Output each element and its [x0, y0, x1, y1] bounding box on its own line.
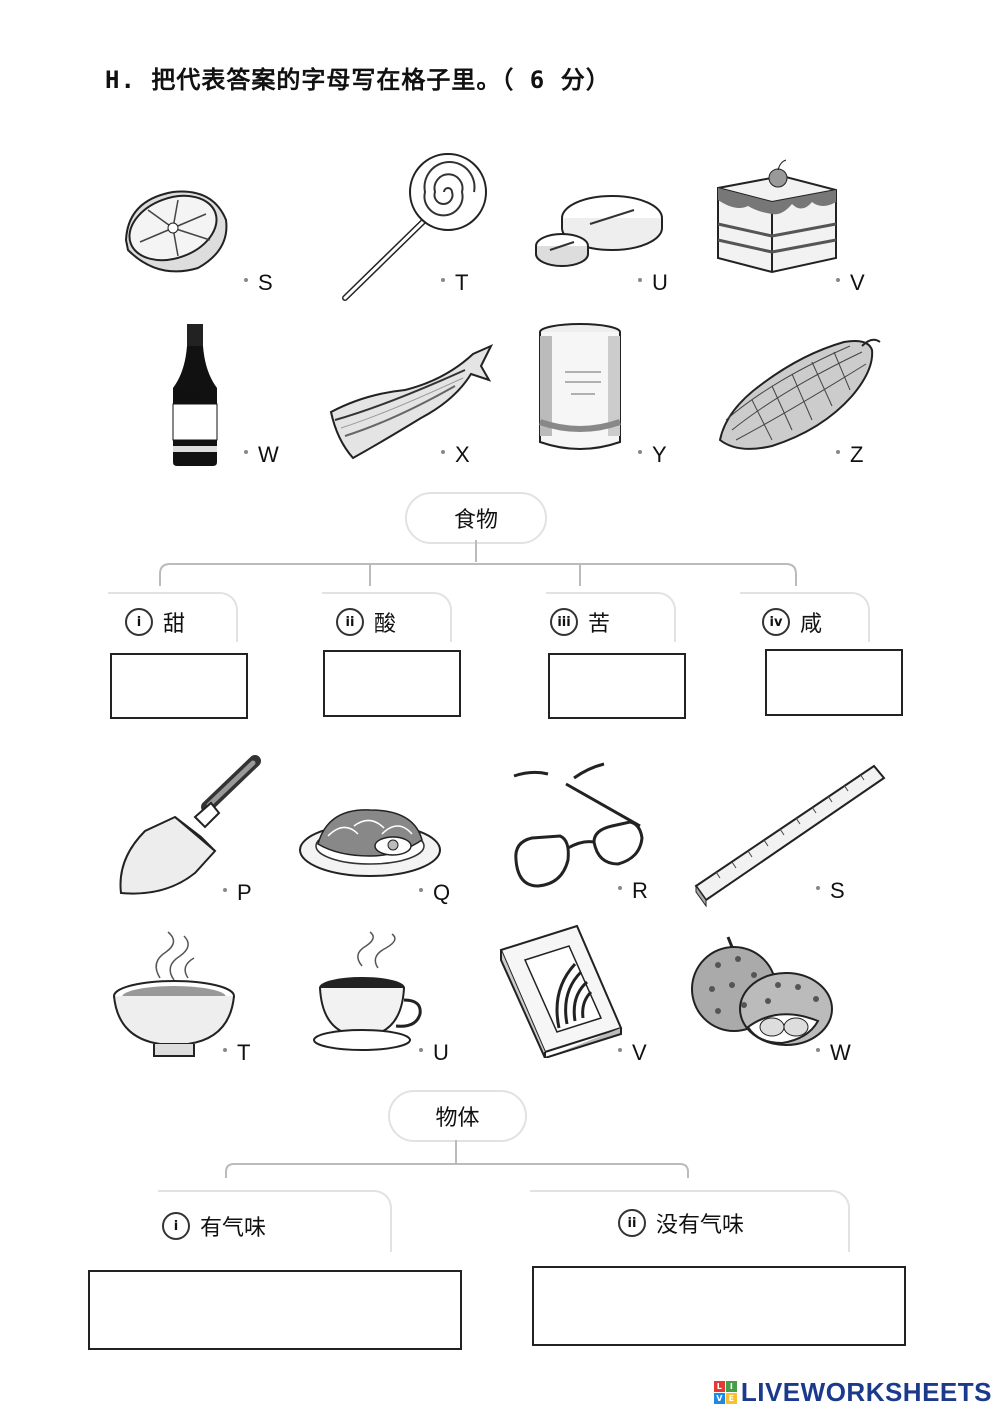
item-letter: R — [618, 878, 648, 903]
canned-food-icon — [539, 323, 621, 450]
category-number: ii — [618, 1209, 646, 1237]
category-number: ii — [336, 608, 364, 636]
category-number: i — [125, 608, 153, 636]
category-panel — [158, 1190, 392, 1252]
category-panel — [740, 592, 870, 642]
pills-icon — [535, 195, 663, 267]
item-letter: X — [441, 442, 470, 467]
book-icon — [499, 924, 623, 1058]
item-letter: T — [440, 270, 469, 295]
bitter-gourd-icon — [718, 338, 881, 450]
item-letter: V — [618, 1040, 647, 1065]
logo-tile: E — [725, 1393, 737, 1404]
item-letter: Y — [638, 442, 667, 467]
category-panel — [108, 592, 238, 642]
noodle-plate-icon — [299, 809, 441, 877]
tree-connector — [225, 1140, 689, 1178]
trowel-icon — [119, 755, 261, 895]
category-panel — [530, 1190, 850, 1252]
logo-tile: I — [725, 1381, 737, 1392]
logo-tile: L — [713, 1381, 725, 1392]
category-salty: iv 咸 — [762, 606, 822, 638]
answer-box-sweet[interactable] — [110, 653, 248, 719]
answer-box-salty[interactable] — [765, 649, 903, 716]
category-bitter: iii 苦 — [550, 606, 610, 638]
item-letter: W — [816, 1040, 851, 1065]
glasses-icon — [513, 762, 644, 888]
category-panel — [546, 592, 676, 642]
item-letter: T — [222, 1040, 251, 1065]
category-label: 咸 — [800, 612, 823, 637]
category-number: iv — [762, 608, 790, 636]
coffee-cup-icon — [313, 931, 422, 1051]
item-letter: W — [244, 442, 279, 467]
liveworksheets-logo-icon: L I V E — [713, 1381, 737, 1404]
category-label: 苦 — [588, 612, 611, 637]
salted-fish-icon — [329, 343, 494, 460]
category-panel — [322, 592, 452, 642]
ruler-icon — [694, 764, 886, 908]
tree-connector — [159, 540, 797, 586]
item-letter: U — [638, 270, 668, 295]
item-letter: V — [836, 270, 865, 295]
item-letter: Q — [418, 880, 451, 905]
category-root-bubble: 食物 — [405, 492, 547, 544]
category-number: i — [162, 1212, 190, 1240]
item-letter: S — [244, 270, 273, 295]
item-letter: P — [223, 880, 252, 905]
liveworksheets-brand: L I V E LIVEWORKSHEETS — [713, 1377, 992, 1408]
category-label: 酸 — [374, 612, 397, 637]
brand-name: LIVEWORKSHEETS — [740, 1377, 992, 1407]
item-letter: Z — [835, 442, 864, 467]
soup-bowl-icon — [113, 931, 235, 1057]
category-label: 甜 — [163, 612, 186, 637]
bottle-label: 酱油 — [174, 388, 199, 402]
lollipop-icon — [342, 153, 487, 301]
category-has-smell: i 有气味 — [162, 1210, 266, 1242]
answer-box-bitter[interactable] — [548, 653, 686, 719]
soy-sauce-bottle-icon — [172, 324, 218, 466]
item-letter: U — [419, 1040, 449, 1065]
page-title: H. 把代表答案的字母写在格子里。（ 6 分） — [105, 66, 611, 94]
durian-icon — [691, 936, 833, 1046]
answer-box-sour[interactable] — [323, 650, 461, 717]
logo-tile: V — [713, 1393, 725, 1404]
category-root-bubble: 物体 — [388, 1090, 527, 1142]
category-label: 没有气味 — [656, 1213, 745, 1238]
answer-box-no-smell[interactable] — [532, 1266, 906, 1346]
answer-box-has-smell[interactable] — [88, 1270, 462, 1350]
cake-icon — [717, 159, 837, 274]
lemon-icon — [124, 190, 228, 273]
category-no-smell: ii 没有气味 — [618, 1207, 744, 1239]
category-sour: ii 酸 — [336, 606, 396, 638]
category-number: iii — [550, 608, 578, 636]
item-letter: S — [816, 878, 845, 903]
category-label: 有气味 — [200, 1216, 267, 1241]
